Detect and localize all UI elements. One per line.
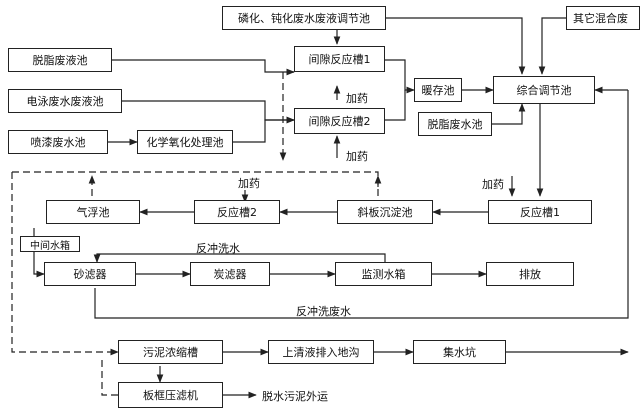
sump-pit: 集水坑 bbox=[413, 340, 506, 364]
backwash-water-label: 反冲洗水 bbox=[196, 242, 240, 255]
degrease-water-pool: 脱脂废水池 bbox=[418, 112, 492, 136]
dewatered-sludge-label: 脱水污泥外运 bbox=[262, 390, 328, 403]
flow-phos-to-equalization bbox=[386, 17, 526, 75]
mid-water-tank: 中间水箱 bbox=[20, 236, 80, 252]
flow-backwash-water bbox=[93, 253, 386, 264]
flow-degrease-liquid bbox=[112, 59, 295, 76]
monitor-tank: 监测水箱 bbox=[335, 262, 432, 286]
filter-press: 板框压滤机 bbox=[118, 382, 223, 408]
degrease-liquid-pool: 脱脂废液池 bbox=[8, 48, 112, 72]
dosing-label-4: 加药 bbox=[482, 178, 504, 191]
discharge: 排放 bbox=[486, 262, 574, 286]
flow-degrease-water bbox=[492, 103, 526, 125]
flow-backwash-wastewater bbox=[94, 90, 629, 319]
dosing-label-2: 加药 bbox=[346, 150, 368, 163]
phos-pool: 磷化、钝化废水废液调节池 bbox=[222, 6, 386, 30]
inclined-plate-settler: 斜板沉淀池 bbox=[337, 200, 433, 224]
carbon-filter: 炭滤器 bbox=[190, 262, 270, 286]
dosing-label-1: 加药 bbox=[346, 92, 368, 105]
intermittent-tank-2: 间隙反应槽2 bbox=[294, 108, 385, 134]
air-flotation: 气浮池 bbox=[46, 200, 140, 224]
other-mixed-pool: 其它混合废 bbox=[566, 6, 640, 30]
flow-tank2-storage bbox=[385, 90, 406, 121]
storage-pool: 暖存池 bbox=[414, 78, 462, 102]
flow-tank1-storage bbox=[385, 59, 415, 94]
intermittent-tank-1: 间隙反应槽1 bbox=[294, 46, 385, 72]
electrophoresis-pool: 电泳废水废液池 bbox=[8, 89, 122, 113]
flow-other-to-equalization bbox=[538, 17, 567, 75]
chem-oxidation-pool: 化学氧化处理池 bbox=[137, 130, 233, 154]
flow-chem-oxidation bbox=[233, 116, 295, 143]
dosing-label-3: 加药 bbox=[238, 177, 260, 190]
sludge-thickener: 污泥浓缩槽 bbox=[118, 340, 223, 364]
sludge-press-return bbox=[101, 358, 118, 396]
reaction-tank-2: 反应槽2 bbox=[194, 200, 280, 224]
spray-paint-pool: 喷漆废水池 bbox=[8, 130, 108, 154]
sludge-left-down bbox=[11, 172, 119, 356]
flow-electrophoresis bbox=[122, 100, 295, 124]
supernatant-trench: 上清液排入地沟 bbox=[268, 340, 374, 364]
backwash-wastewater-label: 反冲洗废水 bbox=[296, 305, 351, 318]
sand-filter: 砂滤器 bbox=[44, 262, 136, 286]
reaction-tank-1: 反应槽1 bbox=[488, 200, 592, 224]
flow-midtank-sand bbox=[33, 252, 45, 278]
equalization-pool: 综合调节池 bbox=[493, 76, 595, 104]
sludge-main-dashed bbox=[12, 171, 379, 188]
sludge-tank2-dashed bbox=[279, 71, 294, 161]
